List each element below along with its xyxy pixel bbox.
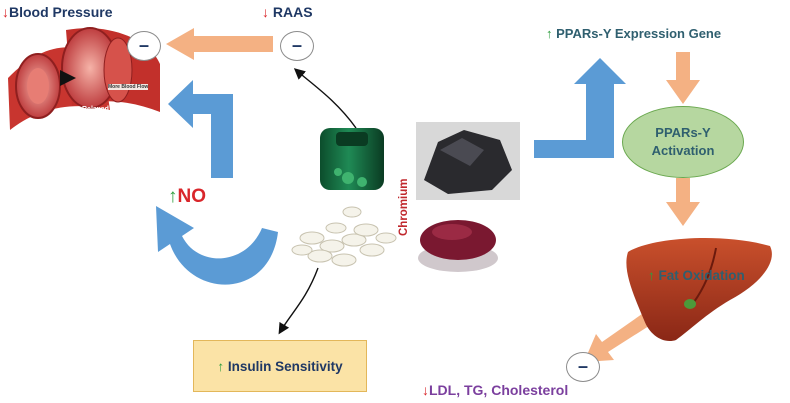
blood-vessel-illustration (8, 27, 160, 131)
minus-circle-lipids: – (566, 352, 600, 382)
pill-bottle-illustration (320, 128, 384, 190)
salmon-arrow-fat-to-lipids (584, 314, 652, 362)
relaxed-vessel-label: Relaxed Vessel (82, 106, 133, 113)
blood-pressure-label: ↓Blood Pressure (2, 4, 113, 20)
ppar-activation-line2: Activation (651, 143, 715, 158)
insulin-text: Insulin Sensitivity (227, 358, 343, 374)
black-arrow-to-raas (293, 68, 357, 129)
blue-curved-arrow-to-no (156, 206, 278, 285)
ppar-gene-label: ↑ PPARs-Y Expression Gene (546, 26, 722, 41)
blue-arrow-to-ppar-gene (534, 58, 626, 158)
vessel-flow-label: More Blood Flow (108, 84, 149, 90)
blue-arrow-no-to-vessels (168, 80, 233, 178)
liver-illustration (626, 238, 772, 342)
black-arrow-to-insulin (278, 267, 319, 335)
ppar-activation-node: PPARs-Y Activation (622, 106, 744, 178)
chromium-rock-illustration (416, 122, 520, 200)
insulin-up-arrow: ↑ (217, 358, 225, 374)
chromium-powder-illustration (418, 220, 498, 272)
salmon-arrow-gene-to-activation (666, 52, 700, 104)
ppar-activation-line1: PPARs-Y (655, 125, 711, 140)
lipids-label: ↓LDL, TG, Cholesterol (422, 382, 569, 398)
chromium-label: Chromium (398, 178, 410, 237)
fat-oxidation-label: ↑ Fat Oxidation (648, 268, 745, 283)
salmon-arrow-activation-to-fat (666, 178, 700, 226)
no-label: ↑NO (168, 186, 206, 207)
salmon-arrow-raas-to-bp (166, 28, 273, 60)
raas-label: ↓ RAAS (262, 4, 313, 20)
insulin-sensitivity-box: ↑ Insulin Sensitivity (193, 340, 367, 392)
white-pills-illustration (291, 206, 397, 267)
minus-circle-raas: – (280, 31, 314, 61)
minus-circle-bp: – (127, 31, 161, 61)
